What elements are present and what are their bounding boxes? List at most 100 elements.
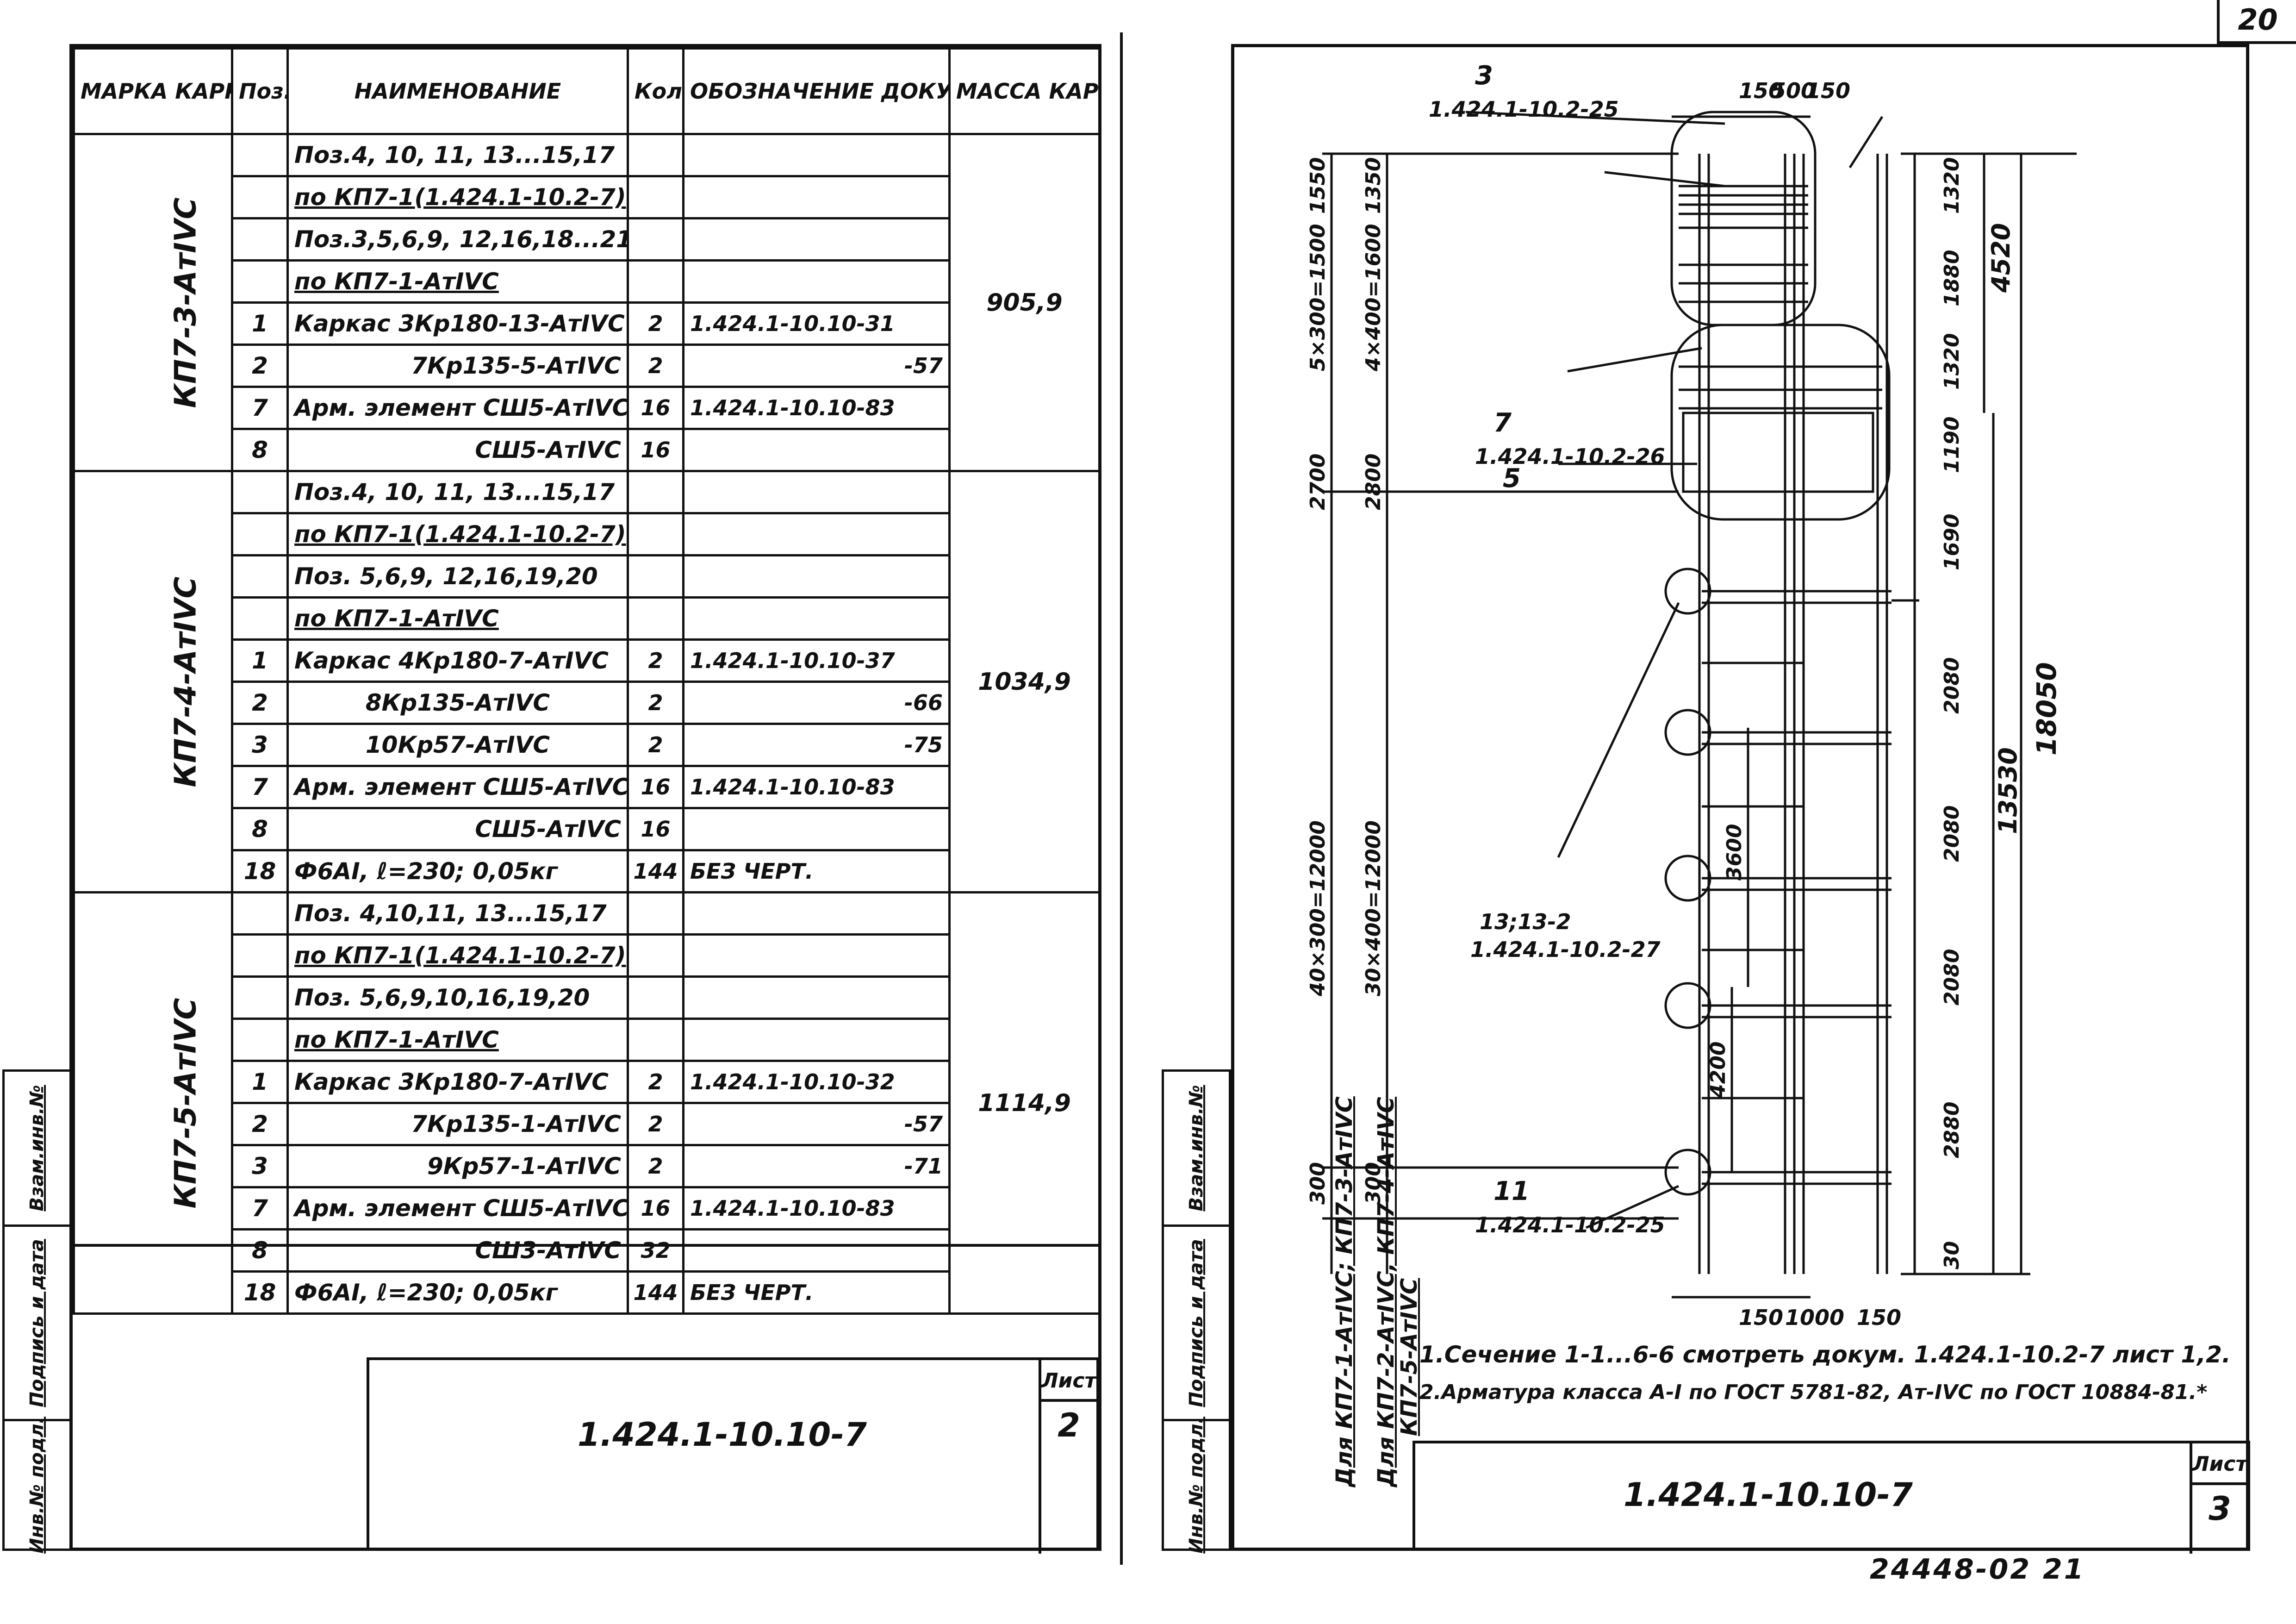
title-code: 1.424.1-10.10-7 [578,1416,867,1454]
table-row: по КП7-1-АтIVС [74,596,1100,641]
position-cell-text: 18 [243,1279,276,1306]
name-cell: по КП7-1-АтIVС [286,596,629,641]
document-cell: 1.424.1-10.10-83 [682,765,951,809]
dim-inner-3600: 3600 [1723,824,1746,881]
table-row: по КП7-1(1.424.1-10.2-7) [74,933,1100,978]
name-cell-text: 8Кр135-АтIVС [365,689,550,716]
quantity-cell: 2 [627,1060,684,1104]
position-cell: 18 [231,1270,289,1315]
quantity-cell: 144 [627,1270,684,1315]
table-header: МАРКА КАРКАСА Поз. НАИМЕНОВАНИЕ Кол. ОБО… [73,47,1101,135]
position-cell: 18 [231,849,289,893]
position-cell: 2 [231,681,289,725]
dim-bottom-1: 150 [1739,1305,1783,1330]
quantity-cell-text: 2 [648,648,663,673]
callout-13: 13;13-2 [1480,909,1571,934]
name-cell-text: Каркас 4Кр180-7-АтIVС [294,647,609,674]
name-cell: СШ5-АтIVС [286,807,629,851]
header-mark: МАРКА КАРКАСА [73,47,233,135]
name-cell-text: Арм. элемент СШ5-АтIVС [294,774,628,800]
quantity-cell [627,596,684,641]
quantity-cell: 2 [627,1102,684,1146]
dim-left-a5: 300 [1306,1162,1330,1205]
quantity-cell: 2 [627,301,684,346]
dim-left-b5: 300 [1362,1162,1385,1205]
position-cell [231,975,289,1020]
left-sheet: МАРКА КАРКАСА Поз. НАИМЕНОВАНИЕ Кол. ОБО… [69,44,1101,1554]
table-bottom-rule [73,1244,1098,1247]
document-cell [682,554,951,599]
name-cell-text: СШ5-АтIVС [475,437,621,463]
title-code: 1.424.1-10.10-7 [1624,1476,1913,1514]
quantity-cell-text: 16 [641,1196,671,1221]
position-cell: 7 [231,386,289,430]
table-row: Поз.3,5,6,9, 12,16,18...21 [74,217,1100,262]
quantity-cell: 2 [627,1144,684,1188]
dim-right-9: 2080 [1940,806,1964,862]
document-cell-text: 1.424.1-10.10-37 [690,648,895,673]
quantity-cell [627,217,684,262]
name-cell-text: по КП7-1-АтIVС [294,605,499,632]
dim-bottom-2: 1000 [1785,1305,1844,1330]
name-cell: по КП7-1(1.424.1-10.2-7) [286,512,629,556]
name-cell-text: 7Кр135-1-АтIVС [411,1111,621,1137]
position-cell-text: 8 [252,1237,268,1264]
name-cell-text: Каркас 3Кр180-7-АтIVС [294,1068,609,1095]
document-cell [682,133,951,177]
position-cell-text: 7 [252,1195,268,1222]
position-cell [231,596,289,641]
position-cell: 8 [231,807,289,851]
name-cell: по КП7-1(1.424.1-10.2-7) [286,175,629,219]
quantity-cell-text: 16 [641,817,671,842]
quantity-cell: 16 [627,386,684,430]
document-cell: 1.424.1-10.10-37 [682,638,951,683]
document-cell: -57 [682,344,951,388]
document-cell: -71 [682,1144,951,1188]
name-cell: Поз.4, 10, 11, 13...15,17 [286,133,629,177]
cage-mark-cell: КП7-5-АтIVС [73,891,233,1315]
table-row: по КП7-1-АтIVС [74,259,1100,304]
document-cell: 1.424.1-10.10-83 [682,1186,951,1230]
name-cell-text: 7Кр135-5-АтIVС [411,352,621,379]
name-cell-text: по КП7-1(1.424.1-10.2-7) [294,184,626,211]
name-cell-text: Арм. элемент СШ5-АтIVС [294,1195,628,1222]
quantity-cell-text: 32 [641,1238,671,1263]
document-cell-text: 1.424.1-10.10-83 [690,395,895,420]
name-cell-text: Ф6АI, ℓ=230; 0,05кг [294,858,558,885]
callout-5: 5 [1503,463,1521,493]
name-cell: Арм. элемент СШ5-АтIVС [286,386,629,430]
dim-left-b3: 2800 [1362,454,1385,510]
position-cell: 7 [231,765,289,809]
bottom-code: 24448-02 21 [1870,1553,2085,1586]
name-cell-text: по КП7-1(1.424.1-10.2-7) [294,521,626,548]
total-13530: 13530 [1993,747,2022,834]
document-cell-text: -57 [904,1112,943,1137]
dim-right-11: 2080 [1940,949,1964,1006]
dim-right-5: 1690 [1940,514,1964,570]
document-cell [682,596,951,641]
document-cell-text: -66 [904,690,943,715]
document-cell [682,975,951,1020]
dim-right-13: 2880 [1940,1102,1964,1158]
quantity-cell-text: 2 [648,311,663,336]
quantity-cell: 16 [627,428,684,472]
header-pos: Поз. [231,47,289,135]
name-cell-text: Поз.4, 10, 11, 13...15,17 [294,142,615,169]
dim-right-1: 1320 [1940,157,1964,214]
page-divider [1120,32,1123,1565]
sheet-number: 2 [1058,1406,1080,1444]
document-cell-text: 1.424.1-10.10-83 [690,775,895,800]
document-cell [682,807,951,851]
doc-ref-4: 1.424.1-10.2-25 [1475,1212,1665,1237]
